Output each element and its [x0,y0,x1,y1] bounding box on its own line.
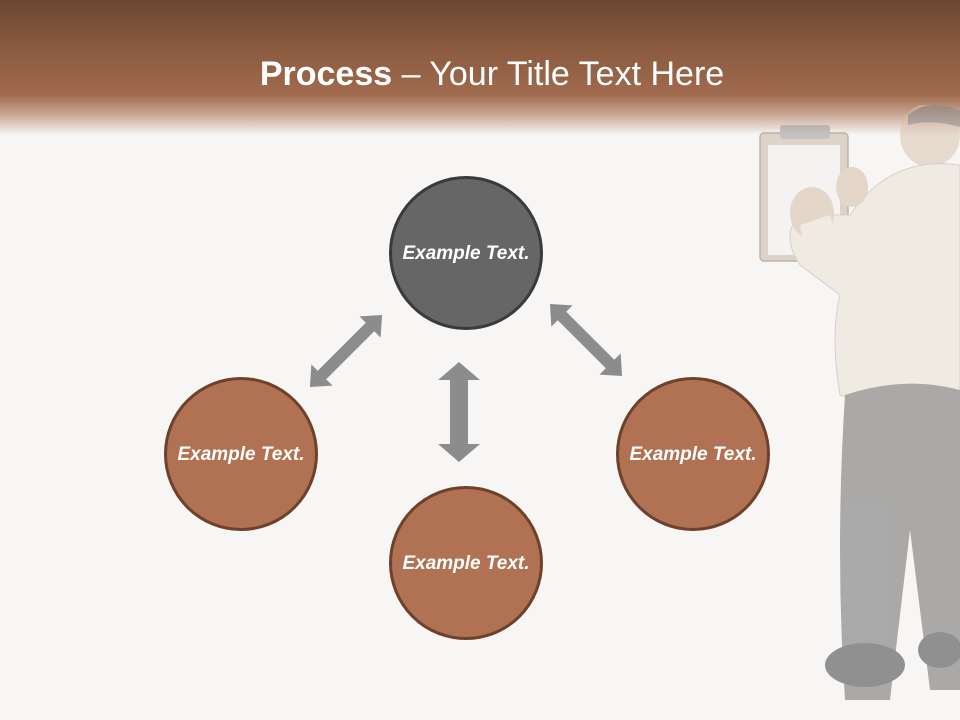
double-arrow-vertical [438,362,480,462]
process-node-left: Example Text. [164,377,318,531]
node-label: Example Text. [402,552,530,574]
title-bold: Process [259,55,393,93]
process-node-right: Example Text. [616,377,770,531]
title-rest: – Your Title Text Here [392,55,725,93]
process-node-bottom: Example Text. [389,486,543,640]
slide-title: Process – Your Title Text Here [0,52,960,96]
node-label: Example Text. [177,443,305,465]
title-banner [0,0,960,135]
node-label: Example Text. [629,443,757,465]
node-label: Example Text. [402,242,530,264]
process-node-center: Example Text. [389,176,543,330]
double-arrow-left-diagonal [309,314,383,388]
person-with-clipboard-image [759,105,960,700]
double-arrow-right-diagonal [549,303,623,377]
